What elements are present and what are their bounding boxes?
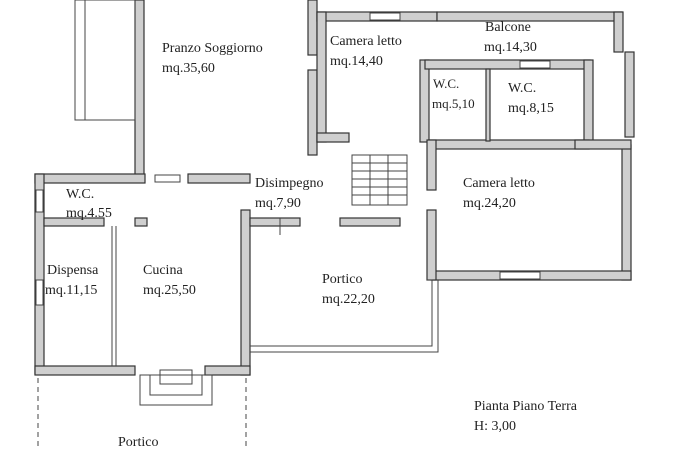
wall-camera1-bottom	[316, 132, 350, 143]
label-wc-mid-area: mq.8,15	[508, 101, 554, 116]
label-wc-small-area: mq.5,10	[432, 96, 475, 111]
wall-kitchen-top-right	[187, 173, 251, 184]
label-disimpegno-area: mq.7,90	[255, 196, 301, 211]
window-dispensa	[35, 279, 44, 306]
label-disimpegno-name: Disimpegno	[255, 176, 323, 191]
pranzo-left-frame	[74, 0, 136, 121]
window-camera2	[499, 271, 541, 280]
wall-camera1-left	[316, 11, 327, 143]
wall-pranzo-left	[134, 0, 145, 176]
label-cucina-area: mq.25,50	[143, 283, 196, 298]
label-dispensa-name: Dispensa	[47, 263, 99, 278]
wall-camera2-topright	[574, 139, 632, 150]
details	[35, 0, 551, 450]
label-balcone-name: Balcone	[485, 20, 531, 35]
label-wc-small-name: W.C.	[433, 76, 459, 91]
kitchen-step-core	[159, 369, 193, 385]
wall-pranzo-right-low	[307, 69, 318, 156]
label-portico2-name: Portico	[118, 435, 158, 450]
wall-wc-left-bottom	[43, 217, 105, 227]
label-wc-left-area: mq.4.55	[66, 206, 112, 221]
label-camera2-area: mq.24,20	[463, 196, 516, 211]
window-camera1	[369, 12, 401, 21]
portico1-outline-inner	[250, 280, 439, 353]
label-camera2-name: Camera letto	[463, 176, 535, 191]
wall-camera2-right	[621, 144, 632, 281]
label-camera1-area: mq.14,40	[330, 54, 383, 69]
wall-portico1-top-left	[249, 217, 301, 227]
label-portico1-name: Portico	[322, 272, 362, 287]
plan-caption: Pianta Piano Terra H: 3,00	[474, 399, 578, 434]
label-balcone-area: mq.14,30	[484, 40, 537, 55]
label-wc-mid-name: W.C.	[508, 81, 536, 96]
label-cucina-name: Cucina	[143, 263, 183, 278]
portico1-outline	[250, 279, 433, 347]
wall-kitchen-right	[240, 209, 251, 376]
wall-balcone-right	[624, 51, 635, 138]
wall-wc-right	[583, 59, 594, 143]
wall-kitchen-bottom-left	[34, 365, 136, 376]
stairs-frame	[351, 154, 408, 206]
kitchen-step-inner	[149, 374, 203, 396]
window-wc-mid	[519, 60, 551, 69]
label-portico1-area: mq.22,20	[322, 292, 375, 307]
wall-pranzo-right	[307, 0, 318, 56]
plan-title: Pianta Piano Terra	[474, 399, 578, 414]
label-dispensa-area: mq.11,15	[45, 283, 97, 298]
window-wc-left	[35, 189, 44, 213]
kitchen-step-outer	[139, 374, 213, 406]
label-pranzo-area: mq.35,60	[162, 61, 215, 76]
wall-kitchen-bottom-right	[204, 365, 251, 376]
wall-wc-bottom	[428, 139, 590, 150]
wall-wc-left-stub	[134, 217, 148, 227]
room-labels: Pranzo Soggiorno mq.35,60 Camera letto m…	[45, 20, 554, 450]
label-wc-left-name: W.C.	[66, 187, 94, 202]
wall-portico1-top-mid	[339, 217, 401, 227]
label-pranzo-name: Pranzo Soggiorno	[162, 41, 263, 56]
wall-wc-divider	[485, 68, 491, 142]
wall-camera2-left	[426, 139, 437, 191]
label-camera1-name: Camera letto	[330, 34, 402, 49]
wall-balcone-right-diag	[613, 11, 624, 53]
window-kitchen	[154, 174, 181, 183]
plan-height: H: 3,00	[474, 419, 516, 434]
stairs	[351, 154, 408, 206]
wall-camera2-left-low	[426, 209, 437, 281]
wall-balcone-mid	[424, 59, 591, 70]
wall-camera1-right	[419, 59, 430, 143]
wall-kitchen-top-left	[34, 173, 146, 184]
